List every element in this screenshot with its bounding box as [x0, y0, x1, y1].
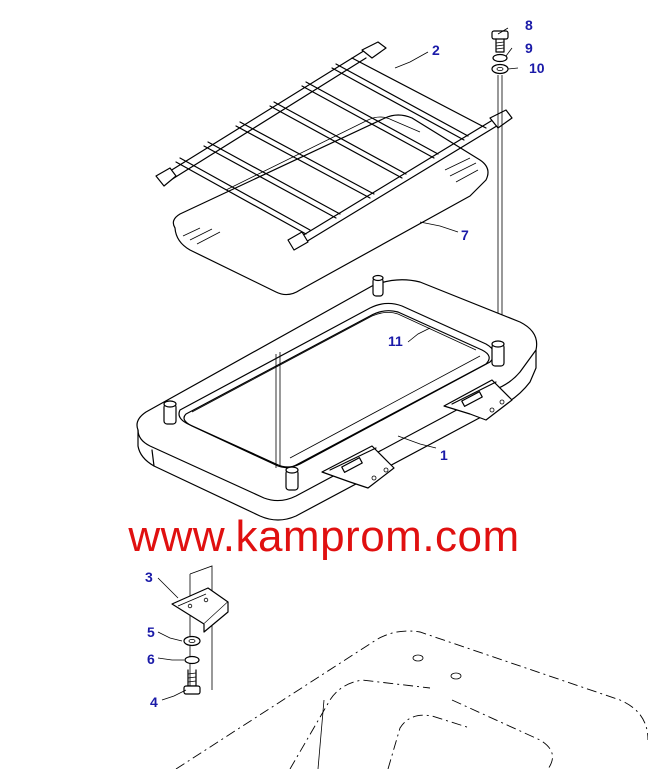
guard-rack	[155, 41, 513, 251]
lock-washer-9	[492, 53, 508, 63]
washer-10	[491, 63, 509, 75]
lock-washer-6	[184, 655, 200, 665]
callout-10: 10	[529, 60, 545, 76]
callout-2: 2	[432, 42, 440, 58]
callout-3: 3	[145, 569, 153, 585]
callout-6: 6	[147, 651, 155, 667]
assembly-axis-bottom	[189, 565, 213, 690]
window-frame	[136, 279, 538, 521]
leader-lines	[157, 27, 519, 701]
callout-8: 8	[525, 17, 533, 33]
callout-4: 4	[150, 694, 158, 710]
hinge-right	[443, 379, 513, 421]
glass-panel	[172, 114, 489, 296]
callout-5: 5	[147, 624, 155, 640]
callout-9: 9	[525, 40, 533, 56]
assembly-axis-left	[275, 352, 281, 468]
bracket-3	[171, 587, 229, 633]
callout-1: 1	[440, 447, 448, 463]
hinge-left	[321, 445, 395, 489]
washer-5	[183, 635, 201, 647]
seal-11	[183, 310, 490, 469]
callout-11: 11	[388, 333, 403, 349]
bolt-4	[183, 669, 201, 695]
callout-7: 7	[461, 227, 469, 243]
frame-posts	[163, 274, 505, 491]
bolt-8	[491, 30, 509, 53]
cab-roof-outline	[175, 630, 648, 769]
assembly-axis-right	[497, 75, 503, 340]
watermark-text: www.kamprom.com	[128, 512, 520, 561]
